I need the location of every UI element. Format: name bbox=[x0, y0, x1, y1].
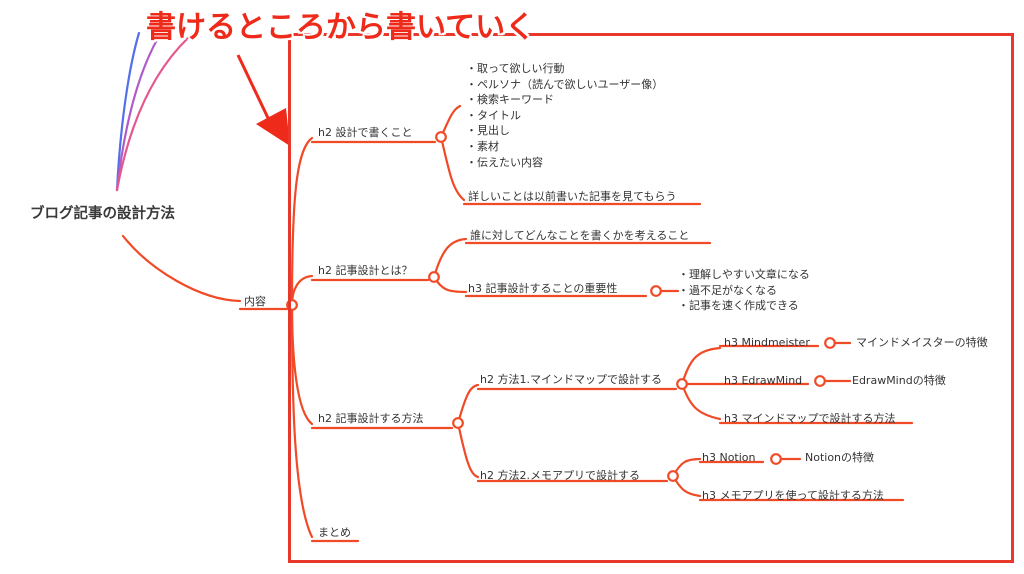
s2-bullet-list[interactable]: ・理解しやすい文章になる ・過不足がなくなる ・記事を速く作成できる bbox=[678, 267, 810, 314]
node-m2-item2[interactable]: h3 メモアプリを使って設計する方法 bbox=[702, 489, 884, 502]
root-branch-blue bbox=[115, 31, 141, 192]
banner-title: 書けるところから書いていく bbox=[146, 10, 536, 45]
node-s3-m2[interactable]: h2 方法2.メモアプリで設計する bbox=[480, 469, 640, 482]
node-content[interactable]: 内容 bbox=[244, 295, 266, 308]
root-node[interactable]: ブログ記事の設計方法 bbox=[30, 206, 175, 222]
node-m2-item1[interactable]: h3 Notion bbox=[702, 451, 756, 464]
root-branch-purple bbox=[115, 36, 160, 192]
node-m1-item1[interactable]: h3 Mindmeister bbox=[724, 336, 810, 349]
m2-collapse-knob[interactable] bbox=[667, 470, 679, 482]
s1-list-item: ・ペルソナ（読んで欲しいユーザー像） bbox=[466, 77, 664, 91]
s2-collapse-knob[interactable] bbox=[428, 271, 440, 283]
s2-child2-collapse-knob[interactable] bbox=[650, 285, 662, 297]
node-m2-item1-feature[interactable]: Notionの特徴 bbox=[805, 451, 875, 464]
node-s1-note[interactable]: 詳しいことは以前書いた記事を見てもらう bbox=[468, 190, 677, 203]
s1-collapse-knob[interactable] bbox=[435, 131, 447, 143]
s2-list-item: ・過不足がなくなる bbox=[678, 283, 777, 297]
m1-collapse-knob[interactable] bbox=[676, 378, 688, 390]
node-s3-m1[interactable]: h2 方法1.マインドマップで設計する bbox=[480, 373, 662, 386]
s1-to-note-link bbox=[439, 135, 466, 202]
s1-bullet-list[interactable]: ・取って欲しい行動 ・ペルソナ（読んで欲しいユーザー像） ・検索キーワード ・タ… bbox=[466, 61, 663, 170]
node-s2-title[interactable]: h2 記事設計とは？ bbox=[318, 264, 413, 277]
s1-list-item: ・素材 bbox=[466, 139, 499, 153]
node-s3-title[interactable]: h2 記事設計する方法 bbox=[318, 412, 424, 425]
s2-list-item: ・記事を速く作成できる bbox=[678, 299, 799, 313]
content-to-s1-link bbox=[290, 136, 314, 307]
s2-list-item: ・理解しやすい文章になる bbox=[678, 268, 810, 281]
s3-collapse-knob[interactable] bbox=[452, 417, 464, 429]
s2-to-child1-link bbox=[432, 237, 468, 279]
s3-to-m1-link bbox=[456, 383, 480, 425]
s3-to-m2-link bbox=[456, 421, 480, 479]
s1-list-item: ・検索キーワード bbox=[466, 93, 554, 107]
s1-list-item: ・取って欲しい行動 bbox=[466, 62, 565, 75]
root-branch-pink bbox=[115, 36, 190, 192]
content-to-s4-link bbox=[290, 303, 314, 539]
node-m1-item2[interactable]: h3 EdrawMind bbox=[724, 374, 803, 387]
s1-list-item: ・タイトル bbox=[466, 108, 521, 122]
node-s4-title[interactable]: まとめ bbox=[318, 526, 351, 539]
node-m1-item3[interactable]: h3 マインドマップで設計する方法 bbox=[724, 412, 896, 425]
node-m1-item2-feature[interactable]: EdrawMindの特徴 bbox=[852, 374, 946, 387]
m1-to-item1-link bbox=[680, 346, 722, 386]
s1-list-item: ・見出し bbox=[466, 124, 510, 138]
m1-item2-collapse-knob[interactable] bbox=[814, 375, 826, 387]
m1-item1-collapse-knob[interactable] bbox=[824, 337, 836, 349]
s1-list-item: ・伝えたい内容 bbox=[466, 155, 543, 169]
node-s1-title[interactable]: h2 設計で書くこと bbox=[318, 126, 413, 139]
node-s2-child1[interactable]: 誰に対してどんなことを書くかを考えること bbox=[470, 229, 690, 242]
root-to-content-link bbox=[121, 234, 242, 303]
node-s2-child2[interactable]: h3 記事設計することの重要性 bbox=[468, 282, 618, 295]
node-m1-item1-feature[interactable]: マインドメイスターの特徴 bbox=[856, 336, 988, 349]
annotation-arrow-icon bbox=[236, 54, 290, 146]
m2-item1-collapse-knob[interactable] bbox=[770, 453, 782, 465]
highlight-frame bbox=[288, 33, 1014, 563]
